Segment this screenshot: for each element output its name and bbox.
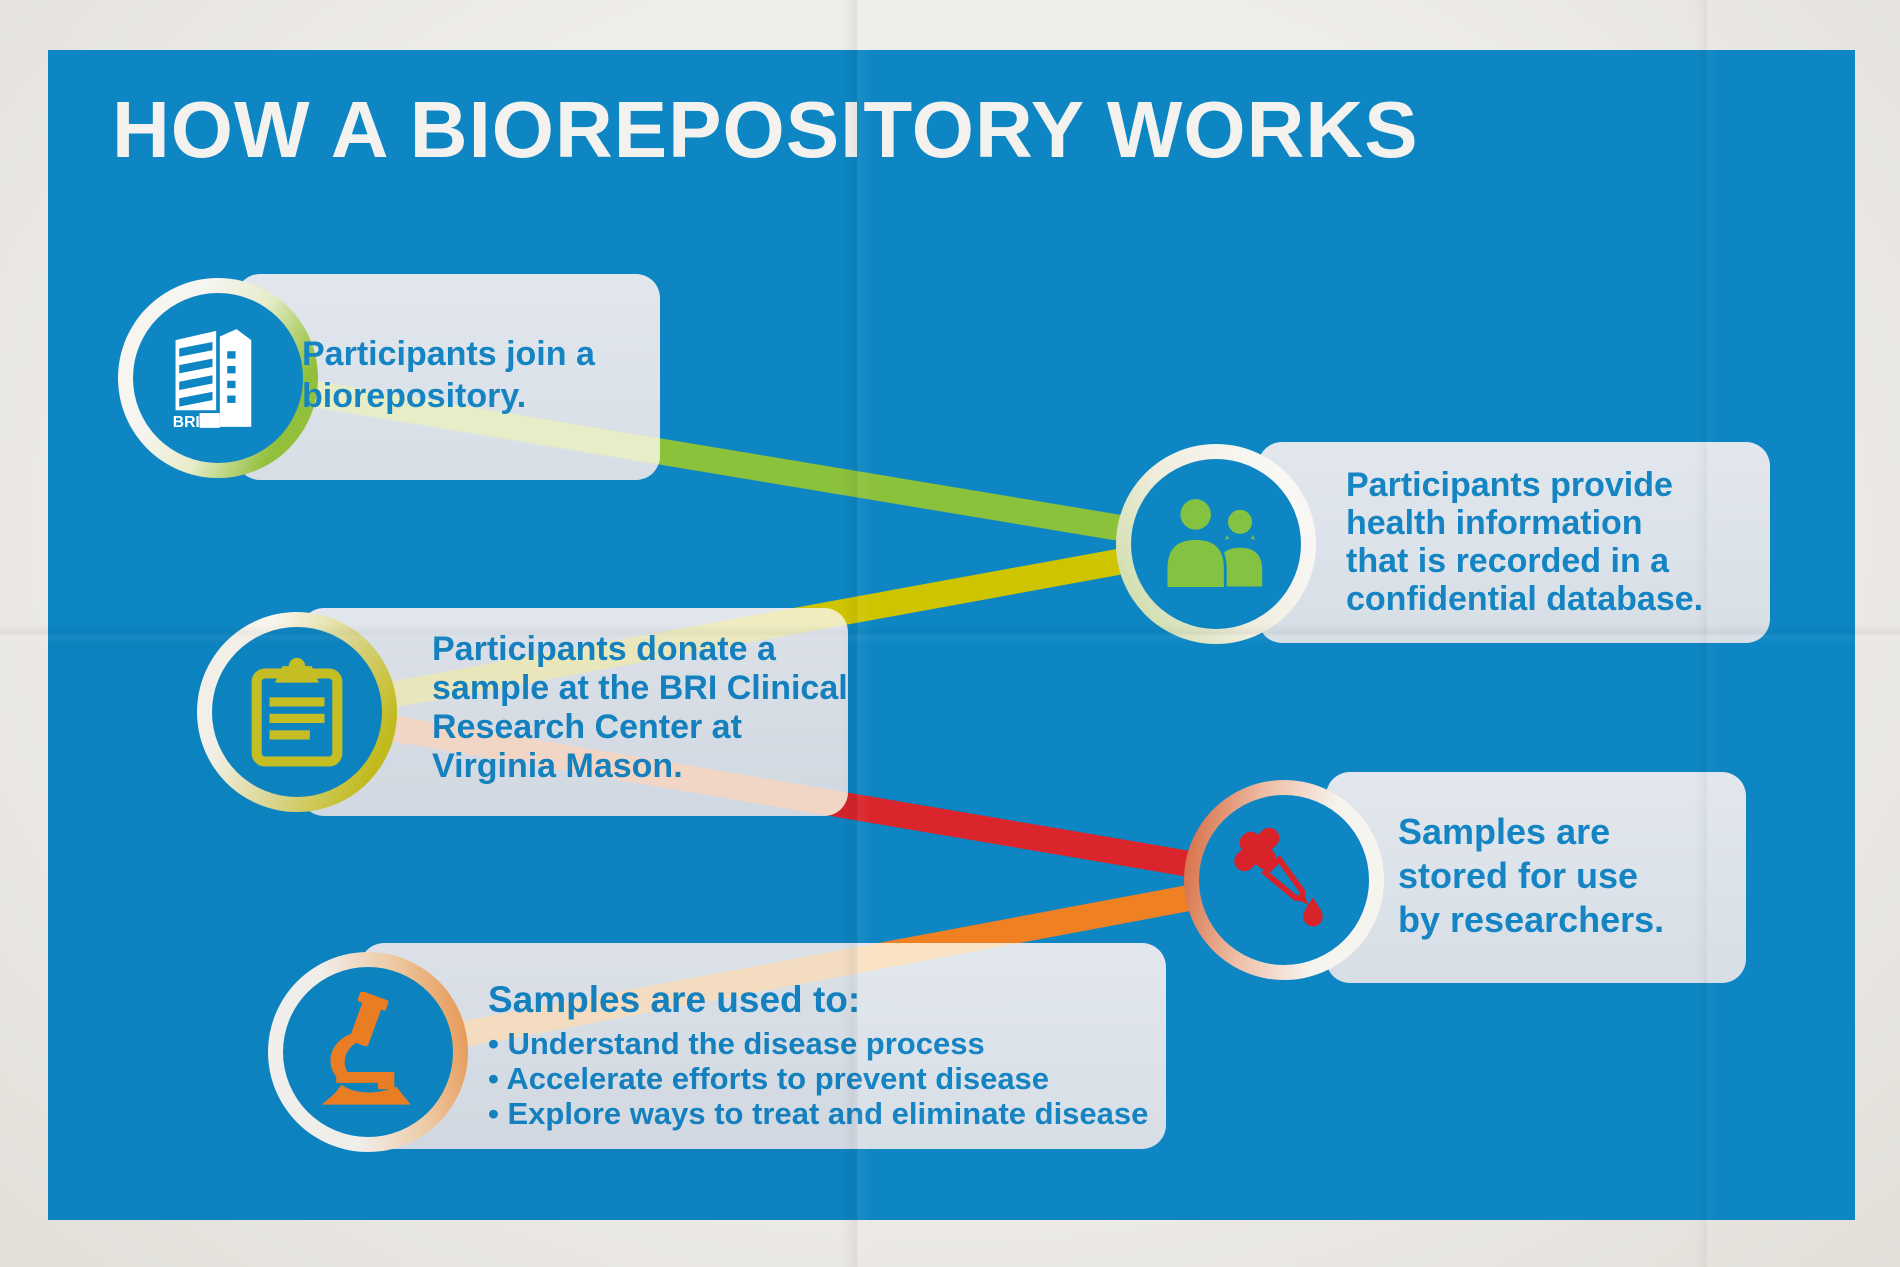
- step5-text: Samples are used to: • Understand the di…: [488, 979, 1148, 1131]
- step4-box: [1326, 772, 1746, 983]
- step3-line: Participants donate a: [432, 630, 776, 668]
- step3-line: Research Center at: [432, 708, 742, 746]
- step5-bullet: • Understand the disease process: [488, 1026, 985, 1061]
- people-icon: [1164, 496, 1266, 591]
- step1-line: Participants join a: [302, 335, 595, 373]
- step2-line: health information: [1346, 504, 1643, 542]
- step2-line: that is recorded in a: [1346, 542, 1670, 580]
- step5-bullet: • Explore ways to treat and eliminate di…: [488, 1096, 1149, 1131]
- step2-text: Participants provide health information …: [1346, 466, 1703, 618]
- clipboard-icon: [251, 657, 343, 767]
- step2-box: [1258, 442, 1770, 643]
- step2-badge-inner: [1131, 459, 1301, 629]
- step1-text: Participants join a biorepository.: [302, 333, 595, 417]
- building-icon: BRI: [173, 329, 252, 431]
- step1-badge-inner: BRI: [133, 293, 303, 463]
- step3-text: Participants donate a sample at the BRI …: [432, 630, 848, 786]
- step5-badge: [268, 952, 468, 1152]
- step4-line: Samples are: [1398, 811, 1611, 852]
- step3-line: sample at the BRI Clinical: [432, 669, 848, 707]
- step4-badge: [1184, 780, 1384, 980]
- step1-badge: BRI: [118, 278, 318, 478]
- microscope-icon: [321, 992, 411, 1105]
- step3-badge-inner: [212, 627, 382, 797]
- step4-text: Samples are stored for use by researcher…: [1398, 810, 1664, 942]
- step3-badge: [197, 612, 397, 812]
- step1-line: biorepository.: [302, 377, 527, 415]
- step2-line: Participants provide: [1346, 466, 1673, 504]
- step4-line: stored for use: [1398, 855, 1639, 896]
- step5-box: [360, 943, 1166, 1149]
- building-bri-label: BRI: [173, 414, 200, 431]
- step4-line: by researchers.: [1398, 899, 1665, 940]
- step2-line: confidential database.: [1346, 580, 1704, 618]
- poster-title: HOW A BIOREPOSITORY WORKS: [112, 85, 1419, 174]
- step4-badge-inner: [1199, 795, 1369, 965]
- step2-badge: [1116, 444, 1316, 644]
- step3-line: Virginia Mason.: [432, 747, 683, 785]
- step5-heading: Samples are used to:: [488, 979, 861, 1020]
- step5-badge-inner: [283, 967, 453, 1137]
- step5-bullet: • Accelerate efforts to prevent disease: [488, 1061, 1050, 1096]
- dropper-icon: [1234, 827, 1323, 927]
- step5-bullet-list: • Understand the disease process • Accel…: [488, 1026, 1148, 1131]
